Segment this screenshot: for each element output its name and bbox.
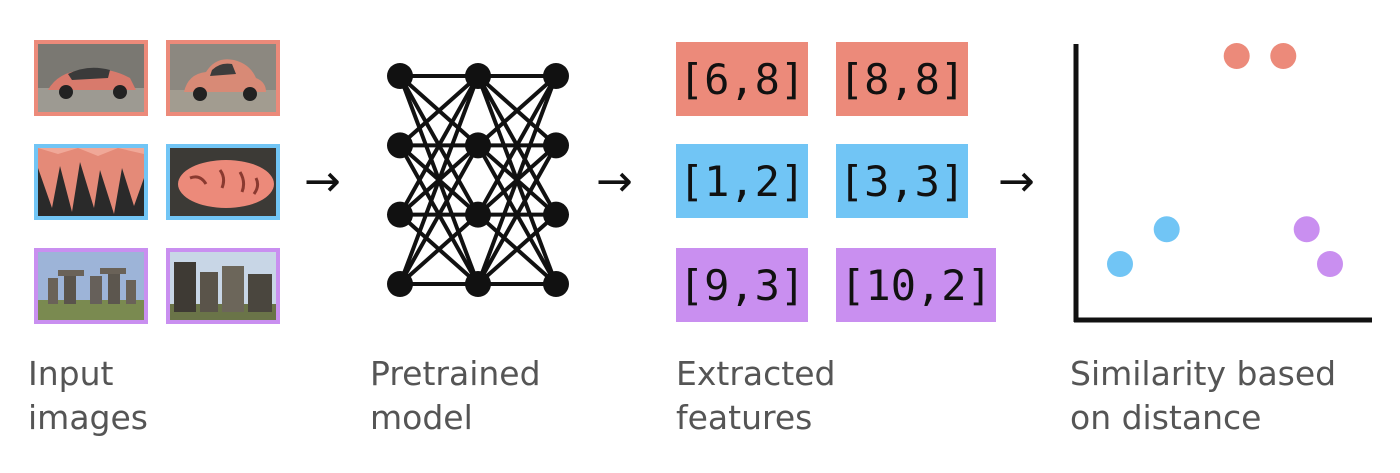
- neural-network-diagram: [387, 63, 569, 297]
- feature-vector-chip: [10,2]: [836, 248, 996, 322]
- network-edge: [476, 144, 558, 285]
- scatter-point: [1293, 216, 1320, 243]
- network-edge: [398, 213, 480, 286]
- network-node: [465, 271, 491, 297]
- network-node: [387, 201, 413, 228]
- stonehenge-photo-icon: [38, 252, 144, 320]
- tiger-photo-icon: [38, 148, 144, 216]
- feature-vector-chip: [3,3]: [836, 144, 968, 218]
- feature-vector-chip: [1,2]: [676, 144, 808, 218]
- caption-line: Similarity based: [1070, 354, 1337, 393]
- scatter-point: [1270, 43, 1297, 69]
- network-edge: [398, 75, 480, 285]
- caption-line: images: [28, 398, 148, 437]
- caption-line: model: [370, 398, 473, 437]
- scatter-point: [1317, 251, 1343, 277]
- feature-vector-chip: [6,8]: [676, 42, 808, 116]
- network-edge: [476, 75, 558, 285]
- caption-line: on distance: [1070, 398, 1262, 437]
- input-image-tiger: [34, 144, 148, 220]
- car-photo-icon: [38, 44, 144, 112]
- arrow-to-features: →: [596, 156, 633, 207]
- feature-vector-chip: [8,8]: [836, 42, 968, 116]
- input-image-stonehenge-closeup: [166, 248, 280, 324]
- scatter-point: [1107, 251, 1133, 277]
- arrow-to-model: →: [304, 156, 341, 207]
- network-node: [465, 201, 491, 228]
- network-node: [543, 201, 569, 228]
- arrow-to-similarity: →: [998, 156, 1035, 207]
- scatter-point: [1223, 43, 1250, 69]
- network-edge: [398, 75, 480, 216]
- network-edge: [476, 74, 558, 147]
- network-edge: [476, 75, 558, 216]
- network-node: [387, 63, 413, 89]
- similarity-scatter-plot: [1073, 43, 1372, 323]
- caption-line: Extracted: [676, 354, 836, 393]
- feature-vector-chip: [9,3]: [676, 248, 808, 322]
- network-node: [387, 271, 413, 297]
- network-node: [387, 132, 413, 159]
- input-image-sleeping-tiger: [166, 144, 280, 220]
- network-node: [465, 132, 491, 159]
- caption-extracted-features: Extracted features: [676, 352, 1016, 440]
- caption-line: Input: [28, 354, 114, 393]
- sleeping-tiger-photo-icon: [170, 148, 276, 216]
- network-node: [543, 63, 569, 89]
- network-node: [543, 271, 569, 297]
- input-image-vintage-car: [166, 40, 280, 116]
- caption-line: Pretrained: [370, 354, 541, 393]
- input-image-car: [34, 40, 148, 116]
- network-node: [543, 132, 569, 159]
- caption-pretrained-model: Pretrained model: [370, 352, 710, 440]
- caption-input-images: Input images: [28, 352, 368, 440]
- vintage-car-photo-icon: [170, 44, 276, 112]
- network-edge: [476, 213, 558, 286]
- caption-similarity: Similarity based on distance: [1070, 352, 1400, 440]
- scatter-point: [1153, 216, 1180, 243]
- network-edge: [398, 74, 480, 147]
- stonehenge-closeup-photo-icon: [170, 252, 276, 320]
- network-node: [465, 63, 491, 89]
- input-image-stonehenge: [34, 248, 148, 324]
- network-edge: [398, 144, 480, 285]
- caption-line: features: [676, 398, 813, 437]
